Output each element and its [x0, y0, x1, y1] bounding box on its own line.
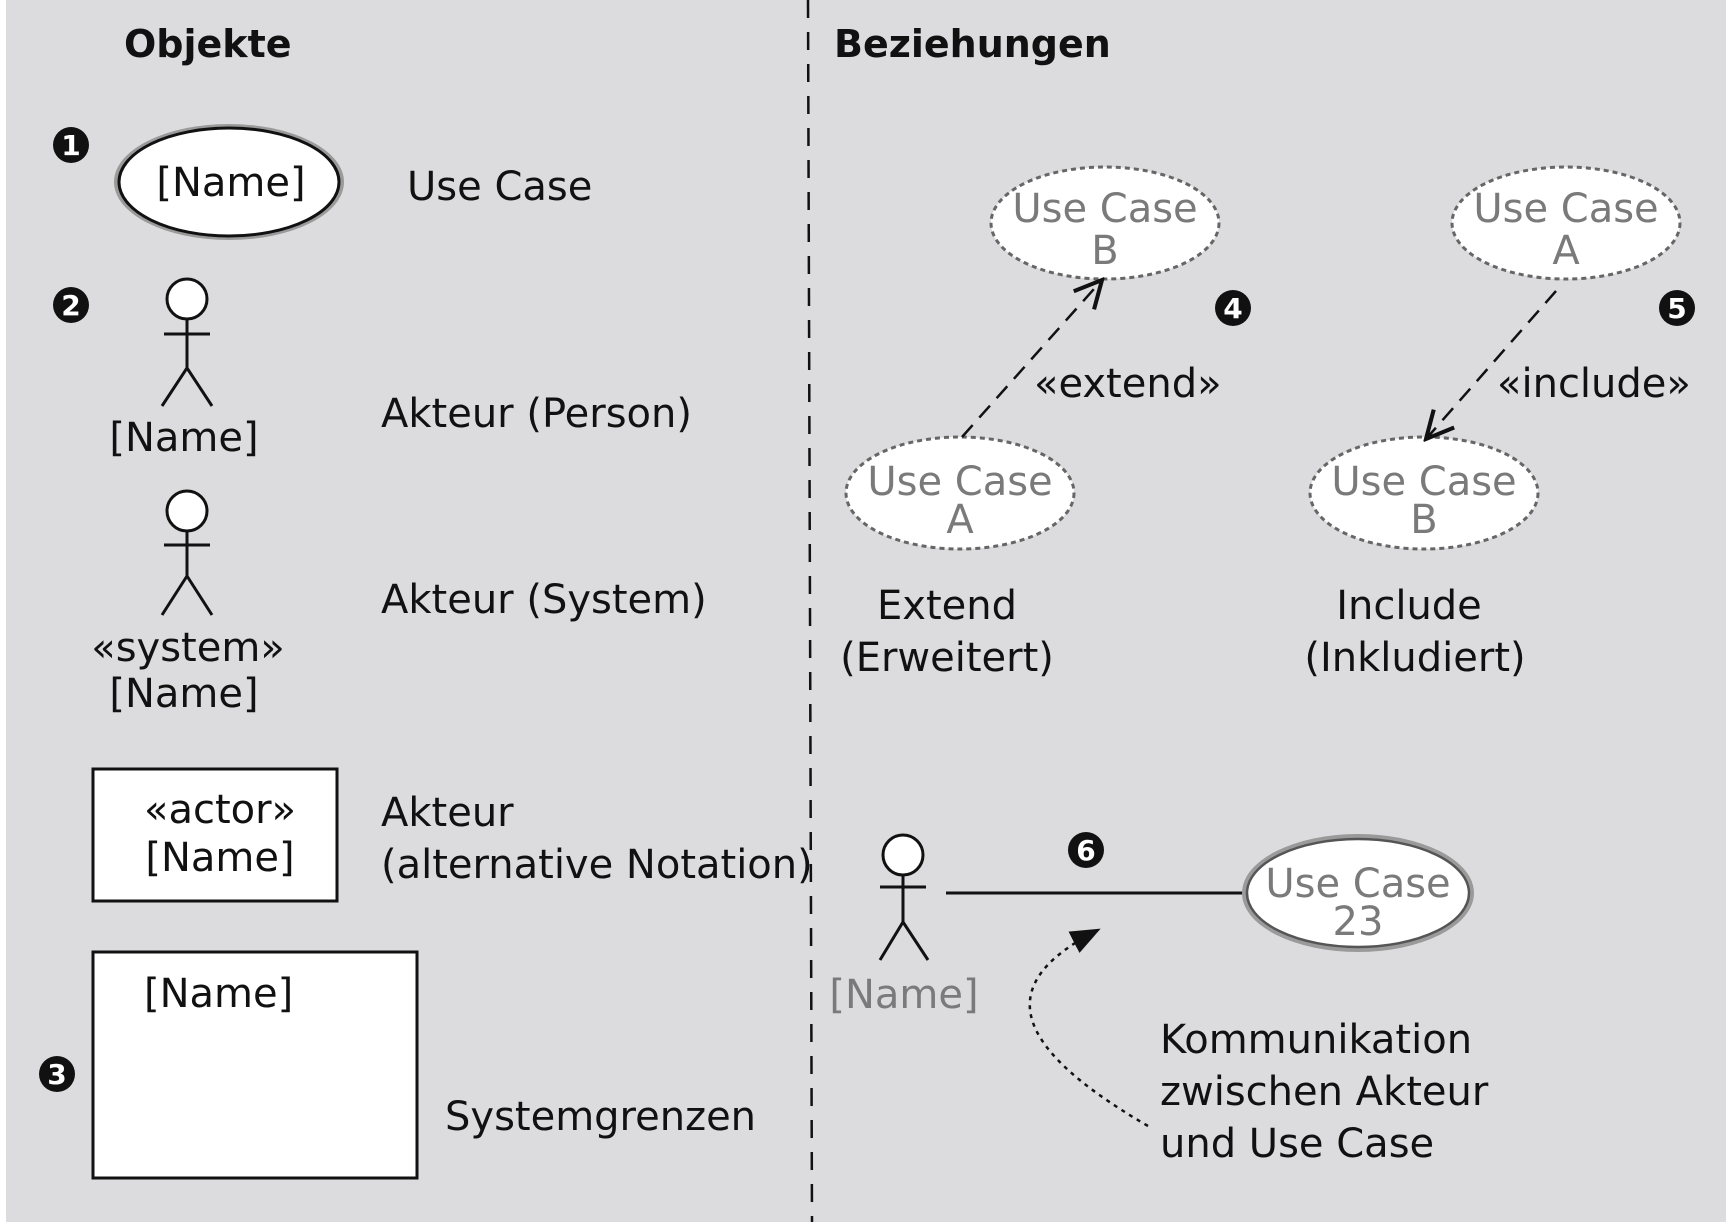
communication-pointer-arrow: [1028, 928, 1149, 1128]
include-caption-line2: (Inkludiert): [1304, 635, 1525, 681]
system-boundary-name: [Name]: [144, 971, 293, 1017]
communication-actor-name: [Name]: [829, 972, 978, 1018]
marker-1: 1: [53, 127, 89, 163]
svg-text:1: 1: [61, 129, 80, 162]
include-source-line2: A: [1552, 228, 1580, 274]
marker-4: 4: [1215, 290, 1251, 326]
include-dependency-arrow: [1426, 290, 1557, 439]
svg-text:5: 5: [1667, 292, 1686, 325]
actor-person-name: [Name]: [109, 415, 258, 461]
include-target-line2: B: [1410, 497, 1437, 543]
marker-6: 6: [1068, 832, 1104, 868]
heading-relations: Beziehungen: [834, 22, 1111, 66]
svg-text:6: 6: [1076, 834, 1095, 867]
communication-caption-line3: und Use Case: [1160, 1121, 1434, 1167]
include-source-use-case: [1450, 165, 1682, 281]
include-caption-line1: Include: [1336, 583, 1482, 629]
marker-5: 5: [1659, 290, 1695, 326]
extend-target-line1: Use Case: [1012, 186, 1197, 232]
extend-caption-line1: Extend: [877, 583, 1017, 629]
communication-actor-figure: [878, 833, 930, 961]
column-divider: [806, 0, 814, 1223]
use-case-description: Use Case: [407, 164, 592, 210]
svg-text:2: 2: [61, 289, 80, 322]
marker-3: 3: [39, 1056, 75, 1092]
svg-text:3: 3: [47, 1058, 66, 1091]
marker-2: 2: [53, 287, 89, 323]
actor-system-stereotype: «system»: [91, 625, 285, 671]
communication-caption-line2: zwischen Akteur: [1160, 1069, 1489, 1115]
extend-caption-line2: (Erweitert): [840, 635, 1054, 681]
include-stereotype: «include»: [1497, 361, 1691, 407]
actor-alt-name: [Name]: [145, 835, 294, 881]
communication-use-case-line2: 23: [1333, 899, 1384, 945]
actor-alt-description-line2: (alternative Notation): [381, 842, 813, 888]
system-boundary-description: Systemgrenzen: [445, 1094, 756, 1140]
heading-objects: Objekte: [124, 22, 292, 66]
include-target-use-case: [1308, 435, 1540, 551]
extend-source-line2: A: [946, 497, 974, 543]
communication-caption-line1: Kommunikation: [1160, 1017, 1472, 1063]
system-boundary-box: [91, 950, 419, 1180]
extend-dependency-arrow: [961, 280, 1102, 438]
include-source-line1: Use Case: [1473, 186, 1658, 232]
actor-alt-stereotype: «actor»: [144, 787, 296, 833]
use-case-shape-name: [Name]: [156, 160, 305, 206]
actor-person-description: Akteur (Person): [381, 391, 692, 437]
actor-alt-description-line1: Akteur: [381, 790, 514, 836]
extend-stereotype: «extend»: [1034, 361, 1222, 407]
svg-text:4: 4: [1223, 292, 1242, 325]
actor-person-figure: [160, 277, 214, 407]
extend-source-use-case: [844, 435, 1076, 551]
actor-system-name: [Name]: [109, 671, 258, 717]
actor-system-description: Akteur (System): [381, 577, 707, 623]
actor-system-figure: [160, 489, 214, 616]
actor-alt-box: [91, 767, 339, 903]
extend-source-line1: Use Case: [867, 459, 1052, 505]
communication-use-case-line1: Use Case: [1265, 861, 1450, 907]
include-target-line1: Use Case: [1331, 459, 1516, 505]
extend-target-line2: B: [1091, 228, 1118, 274]
